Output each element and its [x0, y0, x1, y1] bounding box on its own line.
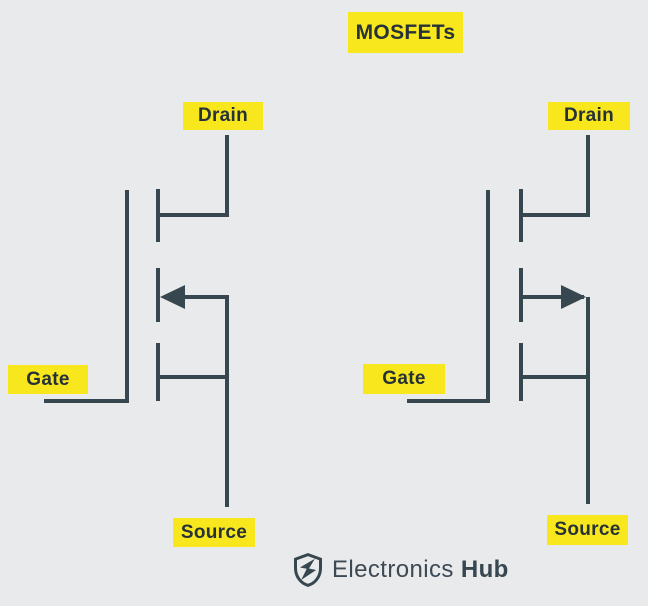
brand-name: Electronics Hub [332, 556, 509, 584]
brand-name-regular: Electronics [332, 556, 454, 583]
brand-footer: Electronics Hub [293, 551, 509, 589]
shield-bolt-icon [294, 553, 322, 587]
brand-name-bold: Hub [460, 556, 509, 583]
right-source-wire [519, 375, 590, 504]
right-body-arrow [561, 285, 586, 309]
right-source-label: Source [547, 515, 628, 545]
left-body-arrow [160, 285, 185, 309]
left-drain-wire [156, 135, 229, 217]
left-gate-label: Gate [8, 365, 88, 394]
right-gate-wire [407, 190, 490, 403]
left-gate-wire [44, 190, 129, 403]
right-mosfet-symbol [407, 135, 590, 504]
left-source-wire [156, 375, 229, 507]
diagram-title: MOSFETs [348, 12, 463, 53]
right-drain-wire [519, 135, 590, 217]
left-body-wire [164, 295, 229, 377]
left-source-label: Source [173, 518, 255, 547]
right-body-wire [521, 295, 590, 377]
left-mosfet-symbol [44, 135, 229, 507]
left-drain-label: Drain [183, 102, 263, 130]
right-drain-label: Drain [548, 102, 630, 130]
right-gate-label: Gate [363, 364, 445, 394]
